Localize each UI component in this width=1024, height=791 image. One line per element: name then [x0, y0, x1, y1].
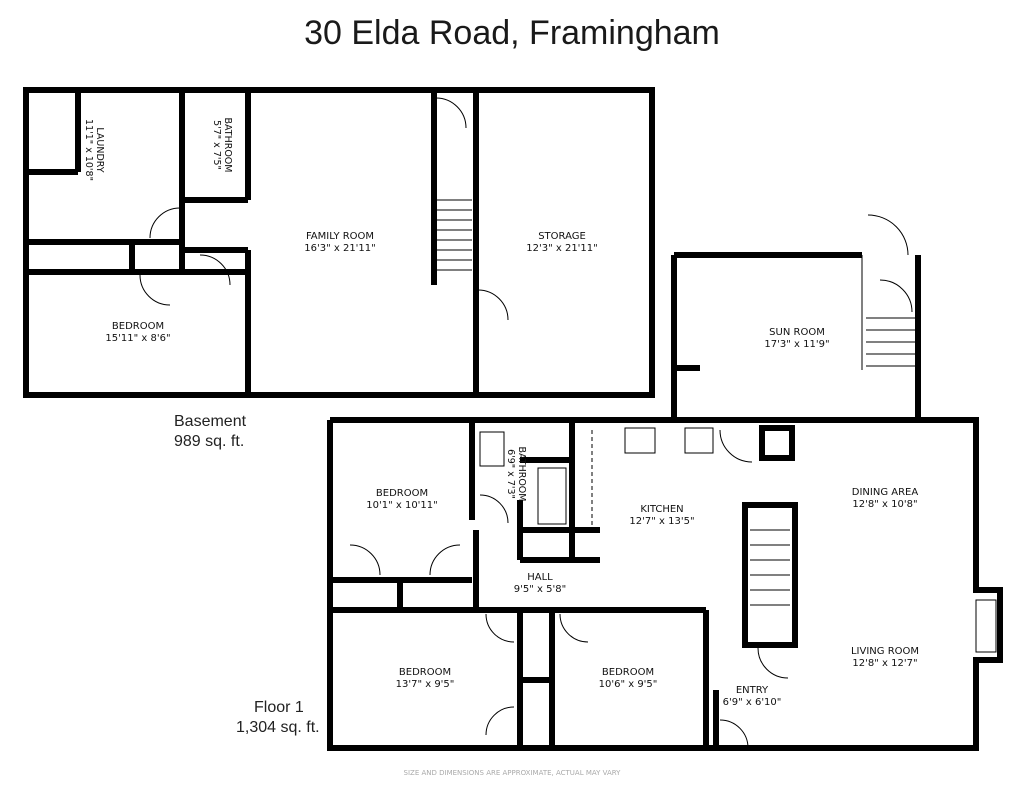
- floor-name: Basement: [174, 413, 247, 430]
- room-dim: 12'3" x 21'11": [526, 243, 598, 254]
- floor-name: Floor 1: [254, 699, 304, 716]
- room-name: BEDROOM: [601, 667, 655, 678]
- room-dim: 6'9" x 6'10": [722, 697, 782, 708]
- room-name: HALL: [527, 572, 553, 583]
- room-dim: 16'3" x 21'11": [304, 243, 376, 254]
- room-storage: STORAGE 12'3" x 21'11": [526, 231, 598, 255]
- room-dim: 12'7" x 13'5": [629, 516, 695, 527]
- room-living: LIVING ROOM 12'8" x 12'7": [851, 646, 919, 670]
- room-name: SUN ROOM: [769, 327, 825, 338]
- room-bath-floor1: BATHROOM 6'9" x 7'3": [505, 447, 527, 502]
- room-dim: 9'5" x 5'8": [513, 584, 567, 595]
- room-bath-basement: BATHROOM 5'7" x 7'5": [211, 118, 233, 173]
- room-dim: 12'8" x 12'7": [852, 658, 918, 669]
- room-name: BATHROOM: [516, 446, 527, 502]
- room-dim: 10'6" x 9'5": [598, 679, 658, 690]
- room-name: BEDROOM: [398, 667, 452, 678]
- room-dim: 13'7" x 9'5": [395, 679, 455, 690]
- room-name: STORAGE: [538, 231, 586, 242]
- room-hall: HALL 9'5" x 5'8": [514, 572, 566, 596]
- room-dim: 5'7" x 7'5": [211, 120, 222, 170]
- room-dim: 11'1" x 10'8": [83, 119, 94, 181]
- room-laundry: LAUNDRY 11'1" x 10'8": [83, 119, 105, 181]
- room-name: DINING AREA: [851, 487, 919, 498]
- room-name: ENTRY: [735, 685, 769, 696]
- room-bedroom-basement: BEDROOM 15'11" x 8'6": [105, 321, 170, 345]
- room-name: BEDROOM: [375, 488, 429, 499]
- room-name: LAUNDRY: [94, 127, 105, 173]
- room-kitchen: KITCHEN 12'7" x 13'5": [629, 504, 694, 528]
- plan-title: 30 Elda Road, Framingham: [304, 14, 720, 52]
- room-name: BATHROOM: [222, 117, 233, 173]
- room-entry: ENTRY 6'9" x 6'10": [723, 685, 782, 709]
- room-bedroom-1: BEDROOM 10'1" x 10'11": [366, 488, 438, 512]
- room-sun: SUN ROOM 17'3" x 11'9": [764, 327, 829, 351]
- room-dim: 12'8" x 10'8": [852, 499, 918, 510]
- room-dim: 15'11" x 8'6": [105, 333, 171, 344]
- room-dim: 17'3" x 11'9": [764, 339, 830, 350]
- room-name: KITCHEN: [640, 504, 684, 515]
- room-dining: DINING AREA 12'8" x 10'8": [852, 487, 918, 511]
- room-dim: 10'1" x 10'11": [366, 500, 438, 511]
- floor-label-basement: Basement 989 sq. ft.: [174, 412, 246, 452]
- floor-area: 989 sq. ft.: [174, 433, 245, 450]
- room-name: LIVING ROOM: [850, 646, 920, 657]
- room-name: BEDROOM: [111, 321, 165, 332]
- room-family: FAMILY ROOM 16'3" x 21'11": [304, 231, 376, 255]
- room-bedroom-2: BEDROOM 13'7" x 9'5": [396, 667, 455, 691]
- floor-label-floor1: Floor 1 1,304 sq. ft.: [236, 698, 320, 738]
- floor-area: 1,304 sq. ft.: [236, 719, 320, 736]
- disclaimer: SIZE AND DIMENSIONS ARE APPROXIMATE, ACT…: [403, 769, 621, 777]
- room-dim: 6'9" x 7'3": [505, 449, 516, 499]
- room-bedroom-3: BEDROOM 10'6" x 9'5": [599, 667, 658, 691]
- room-name: FAMILY ROOM: [305, 231, 375, 242]
